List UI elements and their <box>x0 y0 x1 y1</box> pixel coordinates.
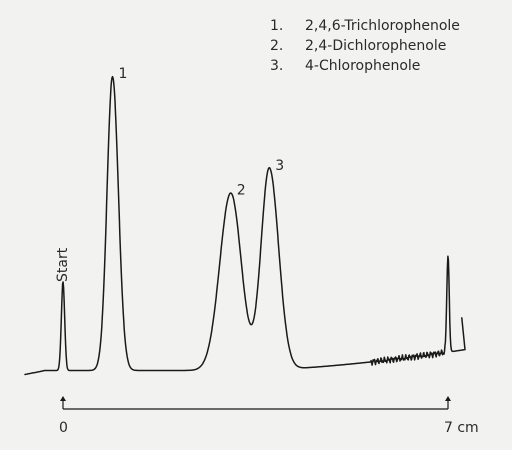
legend-number-3: 3. <box>270 58 283 74</box>
legend-entry-2: 2,4-Dichlorophenole <box>305 38 446 54</box>
axis-label-start: 0 <box>59 420 68 436</box>
legend-number-2: 2. <box>270 38 283 54</box>
arrow-head-start <box>60 396 66 401</box>
legend-entry-3: 4-Chlorophenole <box>305 58 420 74</box>
axis-label-end: 7 cm <box>444 420 479 436</box>
migration-axis: 0 7 cm <box>59 396 479 436</box>
peak-label-2: 2 <box>237 182 246 198</box>
legend-entry-1: 2,4,6-Trichlorophenole <box>305 18 460 34</box>
legend: 1. 2,4,6-Trichlorophenole 2. 2,4-Dichlor… <box>270 18 460 74</box>
start-label: Start <box>55 247 71 282</box>
peak-label-1: 1 <box>119 66 128 82</box>
arrow-head-end <box>445 396 451 401</box>
peak-label-3: 3 <box>275 158 284 174</box>
chromatogram-trace <box>24 75 466 376</box>
legend-number-1: 1. <box>270 18 283 34</box>
